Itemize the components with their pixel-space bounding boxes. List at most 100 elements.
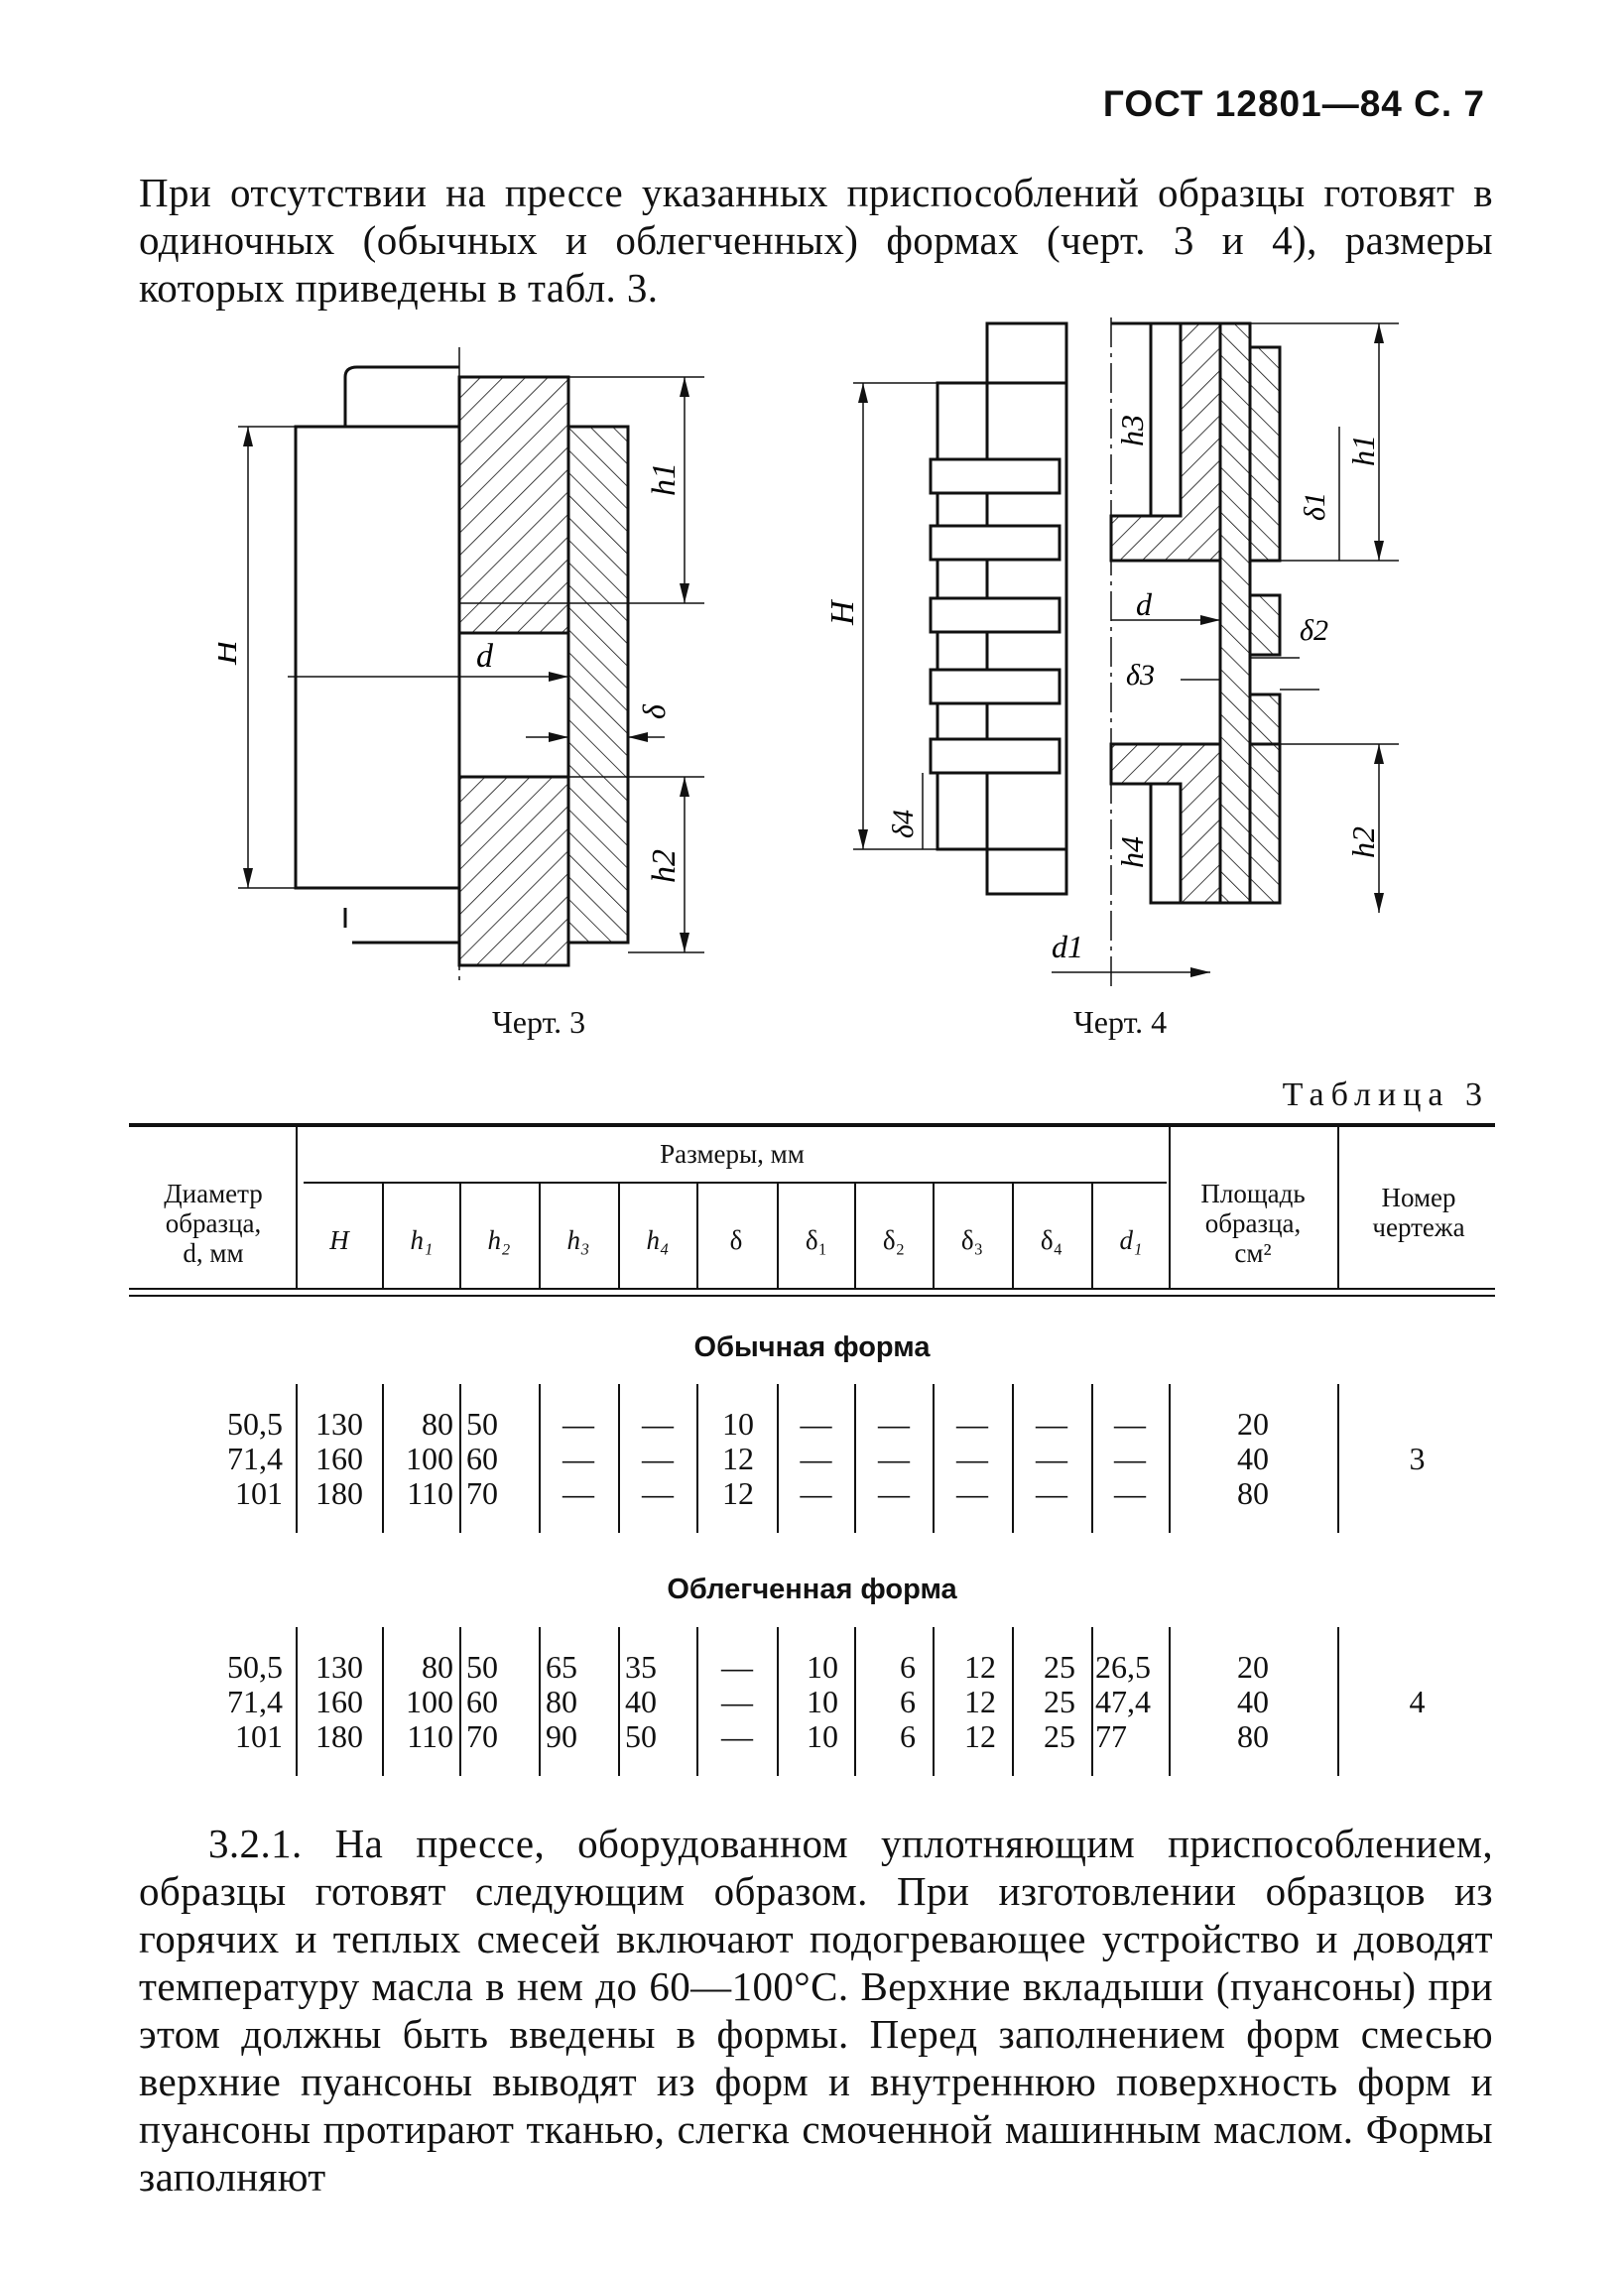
vline <box>1169 1127 1171 1288</box>
vline <box>1169 1627 1171 1776</box>
col-d1: d₁ <box>1119 1225 1143 1255</box>
vline <box>933 1627 935 1776</box>
vline <box>1012 1184 1014 1288</box>
cell-h3-light: 65 80 90 <box>546 1649 577 1754</box>
cell-h2-regular: 50 60 70 <box>466 1406 498 1511</box>
cell-diameter-light: 50,5 71,4 101 <box>227 1649 283 1754</box>
vline <box>933 1184 935 1288</box>
cell-delta3-light: 12 12 12 <box>964 1649 996 1754</box>
cell-diameter-regular: 50,5 71,4 101 <box>227 1406 283 1511</box>
cell-number-regular: 3 <box>1409 1441 1426 1476</box>
vline <box>459 1384 461 1533</box>
col-delta4: δ₄ <box>1040 1225 1063 1255</box>
vline <box>1012 1627 1014 1776</box>
vline <box>539 1184 541 1288</box>
cell-delta3-regular: — — — <box>956 1406 988 1511</box>
fig3-caption: Черт. 3 <box>492 1004 586 1040</box>
figure-4-drawing: H h3 h1 δ1 d δ3 δ2 δ4 h4 h2 d1 <box>824 317 1399 992</box>
col-H: H <box>329 1225 349 1255</box>
cell-h3-regular: — — — <box>562 1406 594 1511</box>
section-title-regular: Обычная форма <box>693 1331 931 1363</box>
vline <box>382 1627 384 1776</box>
cell-h4-light: 35 40 50 <box>625 1649 657 1754</box>
vline <box>539 1627 541 1776</box>
cell-delta-light: — — — <box>721 1649 753 1754</box>
cell-area-regular: 20 40 80 <box>1237 1406 1269 1511</box>
cell-delta-regular: 10 12 12 <box>722 1406 754 1511</box>
vline <box>296 1127 298 1288</box>
cell-d1-regular: — — — <box>1114 1406 1146 1511</box>
table-header-rule-double <box>129 1295 1495 1297</box>
cell-delta1-light: 10 10 10 <box>807 1649 838 1754</box>
vline <box>1169 1384 1171 1533</box>
col-h4: h₄ <box>646 1225 670 1255</box>
vline <box>618 1184 620 1288</box>
fig4-label-delta3: δ3 <box>1126 659 1155 692</box>
vline <box>539 1384 541 1533</box>
fig4-label-h3: h3 <box>1114 415 1150 446</box>
fig4-label-h1: h1 <box>1345 435 1381 466</box>
fig3-label-h1: h1 <box>646 462 683 496</box>
vline <box>1091 1384 1093 1533</box>
fig4-label-h4: h4 <box>1114 836 1150 868</box>
col-delta3: δ₃ <box>960 1225 984 1255</box>
vline <box>777 1384 779 1533</box>
section-title-light: Облегченная форма <box>667 1574 957 1605</box>
sizes-subheader-rule <box>304 1182 1167 1184</box>
vline <box>1012 1384 1014 1533</box>
vline <box>696 1384 698 1533</box>
fig3-label-H: H <box>218 638 244 666</box>
vline <box>1091 1627 1093 1776</box>
fig4-label-delta4: δ4 <box>887 810 920 838</box>
vline <box>618 1627 620 1776</box>
cell-delta1-regular: — — — <box>800 1406 832 1511</box>
fig4-label-h2: h2 <box>1345 826 1381 858</box>
cell-area-light: 20 40 80 <box>1237 1649 1269 1754</box>
col-delta: δ <box>729 1225 743 1255</box>
cell-h1-light: 80 100 110 <box>406 1649 453 1754</box>
vline <box>459 1184 461 1288</box>
fig3-label-d: d <box>476 638 494 675</box>
fig3-label-h2: h2 <box>646 849 683 883</box>
fig4-caption: Черт. 4 <box>1073 1004 1168 1040</box>
cell-delta4-regular: — — — <box>1036 1406 1067 1511</box>
vline <box>1337 1627 1339 1776</box>
header-sizes: Размеры, мм <box>660 1139 805 1169</box>
vline <box>854 1627 856 1776</box>
col-h3: h₃ <box>566 1225 590 1255</box>
fig4-label-delta1: δ1 <box>1299 492 1331 521</box>
fig4-label-d: d <box>1136 586 1153 622</box>
cell-h2-light: 50 60 70 <box>466 1649 498 1754</box>
vline <box>618 1384 620 1533</box>
vline <box>854 1184 856 1288</box>
col-h1: h₁ <box>410 1225 434 1255</box>
col-h2: h₂ <box>487 1225 511 1255</box>
intro-paragraph: При отсутствии на прессе указанных присп… <box>139 170 1493 311</box>
page-header: ГОСТ 12801—84 С. 7 <box>1102 83 1485 124</box>
vline <box>854 1384 856 1533</box>
vline <box>459 1627 461 1776</box>
vline <box>1337 1384 1339 1533</box>
vline <box>296 1627 298 1776</box>
figure-3-drawing: H h1 h2 d δ <box>218 347 704 982</box>
vline <box>933 1384 935 1533</box>
table-caption: Таблица 3 <box>1282 1076 1489 1113</box>
table-top-rule <box>129 1123 1495 1127</box>
cell-h1-regular: 80 100 110 <box>406 1406 453 1511</box>
paragraph-3-2-1: 3.2.1. На прессе, оборудованном уплотняю… <box>139 1821 1493 2200</box>
vline <box>777 1627 779 1776</box>
vline <box>696 1184 698 1288</box>
cell-delta2-light: 6 6 6 <box>900 1649 916 1754</box>
vline <box>696 1627 698 1776</box>
vline <box>296 1384 298 1533</box>
cell-d1-light: 26,5 47,4 77 <box>1095 1649 1151 1754</box>
cell-h4-regular: — — — <box>642 1406 674 1511</box>
fig4-label-d1: d1 <box>1052 929 1083 964</box>
vline <box>1337 1127 1339 1288</box>
vline <box>777 1184 779 1288</box>
vline <box>382 1184 384 1288</box>
table-header-rule <box>129 1288 1495 1290</box>
